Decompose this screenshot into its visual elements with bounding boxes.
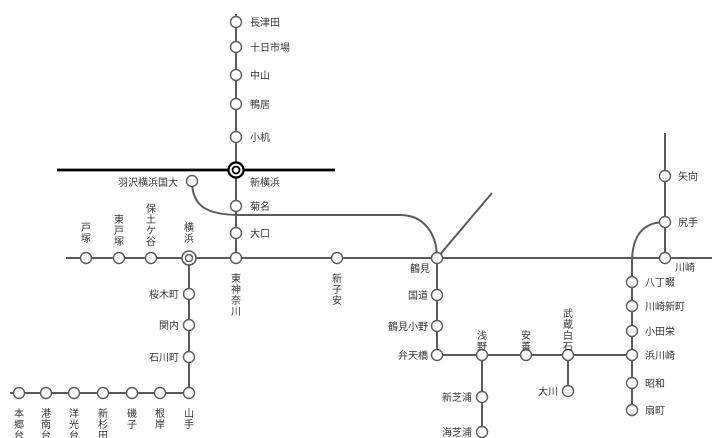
station-marker-shitte[interactable]	[658, 215, 672, 229]
label-yako: 矢向	[678, 170, 698, 183]
station-marker-kozukue[interactable]	[229, 130, 243, 144]
label-shinsugita: 新杉田	[98, 407, 108, 438]
label-shinshibaura: 新芝浦	[442, 391, 472, 404]
label-shitte: 尻手	[678, 216, 698, 229]
vertical-station-labels: 戸塚 東戸塚 保土ケ谷 横浜 東神奈川 新子安 山手 根岸 磯子 新杉田 洋光台…	[14, 202, 573, 438]
label-ishikawacho: 石川町	[149, 353, 179, 364]
station-marker-anzen[interactable]	[519, 348, 533, 362]
station-marker-higashitotsuka[interactable]	[112, 251, 126, 265]
label-hazawa: 羽沢横浜国大	[118, 176, 178, 189]
label-kamoi: 鴨居	[250, 98, 270, 111]
station-marker-isogo[interactable]	[125, 386, 139, 400]
station-marker-musashishiraishi[interactable]	[561, 348, 575, 362]
station-marker-yokodai[interactable]	[67, 386, 81, 400]
station-marker-nagatsuda[interactable]	[229, 15, 243, 29]
label-kikuna: 菊名	[250, 200, 270, 213]
label-okurayama: 大口	[250, 227, 270, 240]
station-marker-higashikanagawa[interactable]	[229, 251, 243, 265]
label-tokaichiba: 十日市場	[250, 41, 290, 54]
label-nakayama: 中山	[250, 69, 270, 82]
station-marker-showa[interactable]	[625, 376, 639, 390]
station-marker-shinsugita[interactable]	[96, 386, 110, 400]
station-marker-tokaichiba[interactable]	[229, 40, 243, 54]
station-marker-hamakawasaki[interactable]	[625, 348, 639, 362]
station-marker-kokudo[interactable]	[430, 288, 444, 302]
station-marker-yamate[interactable]	[182, 386, 196, 400]
station-marker-hongodai[interactable]	[12, 386, 26, 400]
label-kozukue: 小机	[250, 131, 270, 144]
label-shinkoyasu: 新子安	[332, 272, 342, 307]
station-marker-asano[interactable]	[475, 348, 489, 362]
label-yokodai: 洋光台	[69, 407, 79, 438]
station-marker-negishi[interactable]	[153, 386, 167, 400]
station-marker-bentenbashi[interactable]	[430, 348, 444, 362]
station-marker-shinyokohama-inner	[231, 165, 241, 175]
label-hamakawasaki: 浜川崎	[645, 349, 675, 362]
label-odasakae: 小田栄	[645, 326, 675, 338]
station-labels: 長津田 十日市場 中山 鴨居 小机 新横浜 羽沢横浜国大 菊名 大口 鶴見 川崎…	[118, 17, 698, 438]
station-marker-hazawa[interactable]	[185, 174, 199, 188]
label-tsurumiono: 鶴見小野	[388, 320, 428, 333]
label-kawasakishinmachi: 川崎新町	[645, 300, 685, 313]
label-hatchonawate: 八丁畷	[645, 277, 675, 289]
label-tsurumi: 鶴見	[410, 262, 430, 275]
station-marker-kannai[interactable]	[182, 318, 196, 332]
station-marker-kamoi[interactable]	[229, 97, 243, 111]
station-marker-shinshibaura[interactable]	[475, 390, 489, 404]
station-marker-hodogaya[interactable]	[144, 251, 158, 265]
station-marker-odasakae[interactable]	[625, 324, 639, 338]
label-negishi: 根岸	[155, 407, 165, 431]
station-marker-kawasakishinmachi[interactable]	[625, 299, 639, 313]
label-kawasaki: 川崎	[675, 261, 695, 274]
label-sakuragicho: 桜木町	[149, 288, 179, 301]
station-marker-shinkoyasu[interactable]	[330, 251, 344, 265]
label-totsuka: 戸塚	[81, 222, 91, 245]
label-hongodai: 本郷台	[14, 407, 24, 438]
station-marker-ishikawacho[interactable]	[182, 350, 196, 364]
label-isogo: 磯子	[127, 407, 137, 431]
label-kannai: 関内	[159, 319, 179, 332]
freight-link-track	[191, 180, 438, 259]
label-showa: 昭和	[645, 378, 665, 390]
diagonal-branch-track	[436, 192, 493, 259]
label-musashishiraishi: 武蔵白石	[563, 307, 573, 353]
station-marker-totsuka[interactable]	[79, 251, 93, 265]
label-okawa: 大川	[538, 385, 558, 398]
station-marker-tsurumiono[interactable]	[430, 319, 444, 333]
station-marker-kawasaki[interactable]	[658, 251, 672, 265]
label-anzen: 安善	[521, 329, 531, 353]
label-higashikanagawa: 東神奈川	[231, 272, 241, 318]
station-marker-umishibaura[interactable]	[475, 425, 489, 438]
station-marker-tsurumi[interactable]	[430, 251, 444, 265]
station-marker-yokohama-inner	[184, 253, 194, 263]
station-marker-kikuna[interactable]	[229, 199, 243, 213]
label-asano: 浅野	[477, 329, 487, 353]
label-umishibaura: 海芝浦	[442, 426, 472, 438]
station-markers	[12, 15, 672, 438]
station-marker-sakuragicho[interactable]	[182, 287, 196, 301]
label-yokohama: 横浜	[184, 221, 194, 245]
label-higashitotsuka: 東戸塚	[114, 213, 124, 248]
station-marker-konandai[interactable]	[39, 386, 53, 400]
label-kokudo: 国道	[408, 289, 428, 302]
label-yamate: 山手	[184, 408, 194, 431]
station-marker-okurayama[interactable]	[229, 226, 243, 240]
station-marker-hatchonawate[interactable]	[625, 275, 639, 289]
label-bentenbashi: 弁天橋	[398, 349, 428, 362]
station-marker-ogimachi[interactable]	[625, 403, 639, 417]
station-marker-nakayama[interactable]	[229, 68, 243, 82]
label-shinyokohama: 新横浜	[250, 176, 280, 189]
label-konandai: 港南台	[41, 408, 51, 438]
label-nagatsuda: 長津田	[250, 17, 280, 29]
nambu-branch-track	[631, 221, 666, 410]
label-hodogaya: 保土ケ谷	[146, 202, 156, 248]
label-ogimachi: 扇町	[645, 404, 665, 417]
station-marker-yako[interactable]	[658, 169, 672, 183]
station-marker-okawa[interactable]	[561, 384, 575, 398]
